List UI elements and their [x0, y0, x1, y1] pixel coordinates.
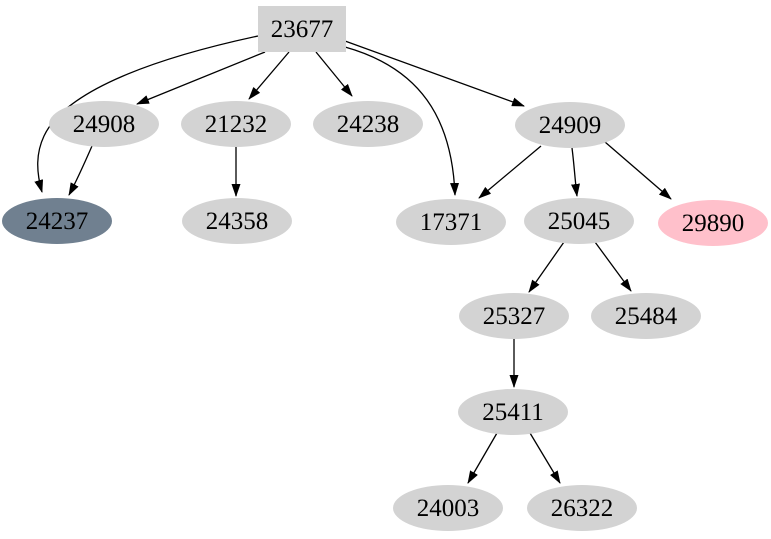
node-24909: 24909	[515, 102, 625, 148]
node-17371: 17371	[396, 199, 506, 245]
node-29890: 29890	[658, 200, 768, 246]
node-21232: 21232	[181, 101, 291, 147]
edge-23677-24908	[136, 51, 266, 105]
edge-25045-25327	[528, 241, 565, 293]
node-23677: 23677	[258, 6, 346, 52]
edge-24909-25045	[571, 147, 580, 197]
edge-25045-25484	[594, 241, 632, 292]
edge-25411-26322	[529, 432, 561, 484]
edge-24908-24237	[68, 145, 93, 196]
node-26322: 26322	[527, 485, 637, 531]
edge-23677-24909	[344, 40, 525, 107]
node-24237: 24237	[2, 198, 112, 244]
node-24908: 24908	[49, 101, 159, 147]
edge-23677-24238	[315, 51, 353, 97]
node-24238: 24238	[313, 101, 423, 147]
node-25484: 25484	[591, 293, 701, 339]
edge-25411-24003	[467, 432, 498, 484]
node-25411: 25411	[458, 389, 568, 435]
edge-23677-17371	[344, 46, 460, 196]
edge-24909-29890	[604, 141, 672, 200]
node-25327: 25327	[459, 293, 569, 339]
node-25045: 25045	[524, 198, 634, 244]
edge-24909-17371	[478, 145, 542, 199]
edge-23677-21232	[248, 51, 290, 100]
node-24003: 24003	[393, 485, 503, 531]
node-24358: 24358	[182, 198, 292, 244]
